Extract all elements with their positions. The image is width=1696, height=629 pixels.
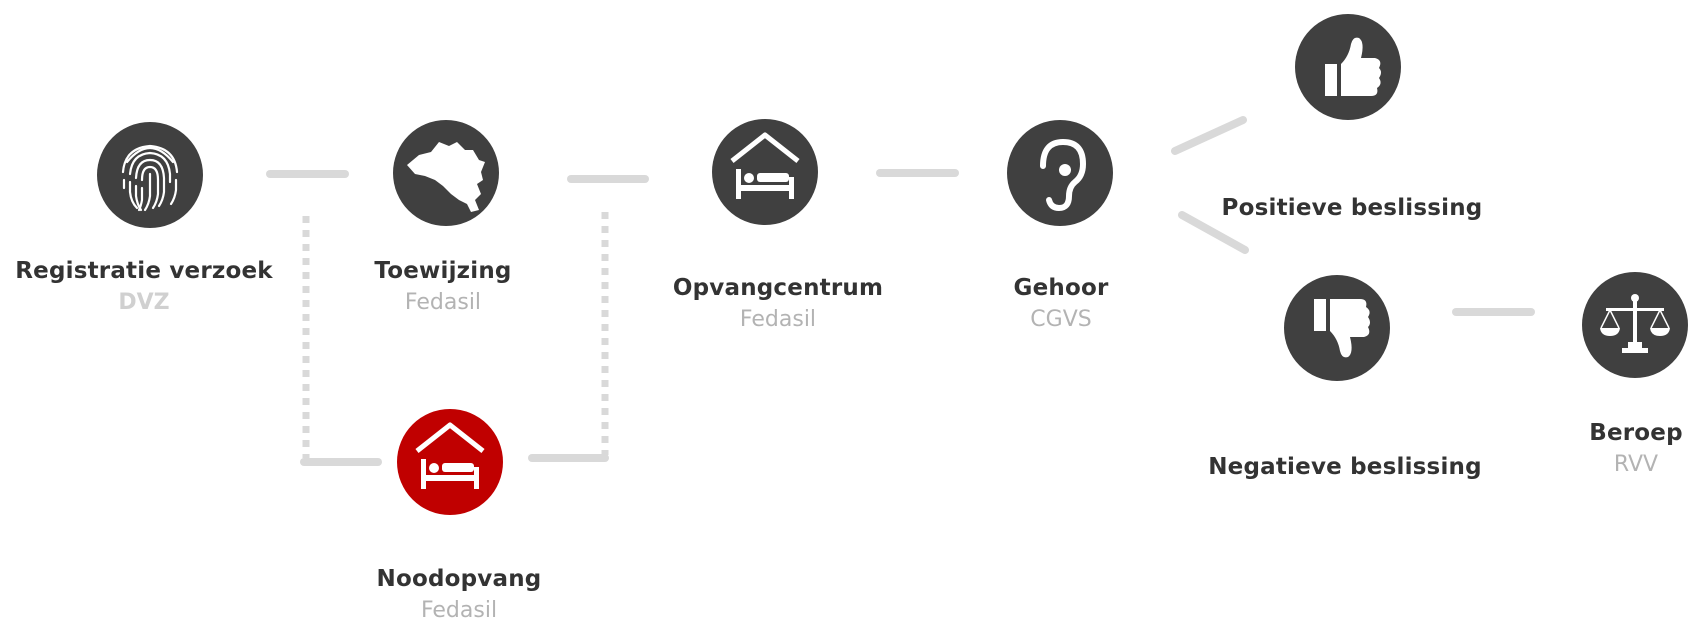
registratie-subtitle: DVZ — [118, 290, 170, 315]
thumbs-up-icon — [1325, 37, 1381, 96]
opvangcentrum-subtitle: Fedasil — [739, 307, 817, 332]
gehoor-title: Gehoor — [1013, 275, 1109, 301]
toewijzing-subtitle: Fedasil — [404, 290, 482, 315]
gehoor-subtitle: CGVS — [1030, 307, 1092, 332]
fingerprint-icon — [121, 144, 179, 212]
shelter-bed-icon — [415, 422, 485, 489]
toewijzing-node — [393, 120, 499, 226]
beroep-title: Beroep — [1589, 420, 1683, 446]
positief-node — [1295, 14, 1401, 120]
beroep-subtitle: RVV — [1613, 452, 1659, 477]
noodopvang-label: Noodopvang Fedasil — [377, 566, 542, 623]
noodopvang-node — [397, 409, 503, 515]
ear-icon — [1040, 138, 1087, 212]
noodopvang-subtitle: Fedasil — [420, 598, 498, 623]
beroep-label: Beroep RVV — [1589, 420, 1683, 477]
connector-gehoor-positief — [1171, 116, 1247, 155]
opvangcentrum-label: Opvangcentrum Fedasil — [673, 275, 883, 332]
connector-gehoor-negatief — [1178, 211, 1249, 254]
toewijzing-label: Toewijzing Fedasil — [374, 258, 511, 315]
thumbs-down-icon — [1314, 299, 1370, 358]
opvangcentrum-node — [712, 119, 818, 225]
shelter-bed-icon — [730, 132, 800, 199]
negatief-node — [1284, 275, 1390, 381]
belgium-map-icon — [407, 142, 485, 212]
opvangcentrum-title: Opvangcentrum — [672, 275, 884, 301]
toewijzing-title: Toewijzing — [374, 258, 512, 284]
registratie-label: Registratie verzoek DVZ — [15, 258, 273, 315]
beroep-node — [1582, 272, 1688, 378]
negatief-title: Negatieve beslissing — [1208, 454, 1482, 480]
gehoor-node — [1007, 120, 1113, 226]
registratie-node — [97, 122, 203, 228]
registratie-title: Registratie verzoek — [15, 258, 273, 284]
negatief-label: Negatieve beslissing — [1208, 454, 1482, 480]
positief-label: Positieve beslissing — [1222, 195, 1483, 221]
scales-icon — [1600, 294, 1670, 353]
gehoor-label: Gehoor CGVS — [1014, 275, 1109, 332]
noodopvang-title: Noodopvang — [376, 566, 542, 592]
positief-title: Positieve beslissing — [1221, 195, 1483, 221]
